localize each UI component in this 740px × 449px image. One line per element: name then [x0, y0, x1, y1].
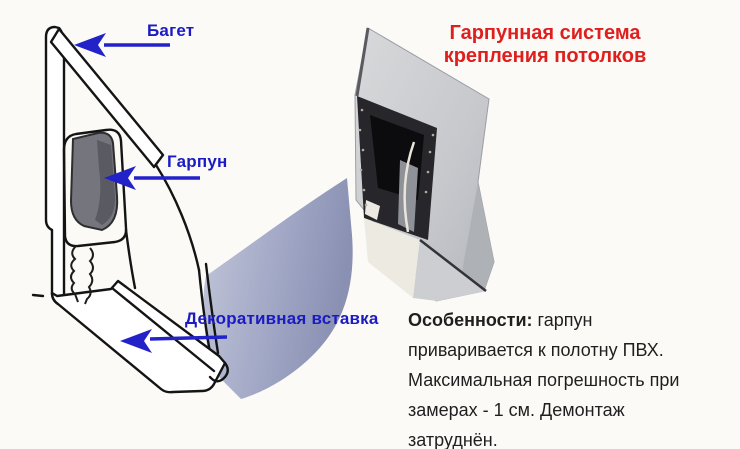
baguette-label: Багет — [147, 21, 195, 40]
features-line: Особенности: гарпун — [408, 305, 718, 335]
harpoon-arrow — [104, 166, 200, 190]
title-line-2: крепления потолков — [443, 45, 647, 67]
features-line: приваривается к полотну ПВХ. — [408, 340, 664, 360]
harpoon-drawing — [69, 131, 119, 305]
callout-arrows — [74, 33, 228, 353]
baguette-arrow — [74, 33, 170, 57]
features-line: Максимальная погрешность при — [408, 370, 680, 390]
harpoon-label: Гарпун — [167, 152, 228, 171]
harpoon-profile-photo — [354, 27, 495, 302]
features-text: Особенности: гарпун приваривается к поло… — [408, 305, 718, 449]
pvc-fabric-sheet — [203, 178, 353, 399]
features-line1-rest: гарпун — [532, 310, 593, 330]
title-line-1: Гарпунная система — [449, 22, 641, 44]
features-line: затруднён. — [408, 430, 498, 449]
page-title: Гарпунная система крепления потолков — [412, 22, 678, 68]
features-heading: Особенности: — [408, 310, 533, 330]
features-line: замерах - 1 см. Демонтаж — [408, 400, 625, 420]
insert-arrow — [120, 329, 228, 353]
decorative-insert-label: Декоративная вставка — [185, 309, 379, 328]
speckle-texture — [358, 108, 435, 207]
baguette-line-drawing — [31, 25, 229, 394]
